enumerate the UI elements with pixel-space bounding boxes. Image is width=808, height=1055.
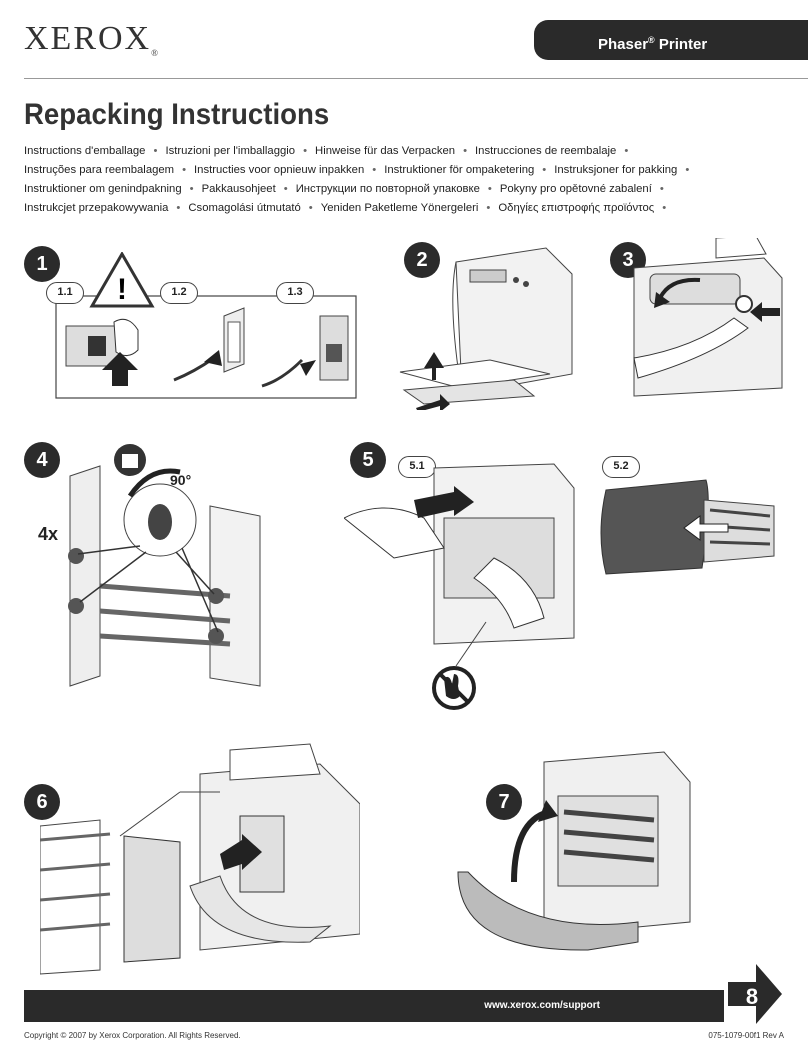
warning-icon [89,252,155,308]
language-row: Instrukcjet przepakowywania•Csomagolási … [24,202,667,214]
language-row: Instruktioner om genindpakning•Pakkausoh… [24,183,664,195]
rotation-angle: 90° [170,472,192,488]
sub-step-label: 1.2 [160,282,198,304]
product-banner: Phaser® Printer [534,20,808,60]
footer-bar: www.xerox.com/support [24,990,724,1022]
xerox-logo: XEROX® [24,20,160,58]
bag-imaging-unit-illustration [600,479,775,575]
step-2-badge: 2 [404,242,440,278]
step-6-badge: 6 [24,784,60,820]
remove-imaging-unit-illustration [344,463,575,710]
step-1-badge: 1 [24,246,60,282]
power-off-illustration: ! [55,252,357,399]
step-4-badge: 4 [24,442,60,478]
sub-step-label: 1.1 [46,282,84,304]
header-divider [24,78,808,79]
sub-step-label: 5.2 [602,456,640,478]
next-page-arrow-icon: 8 [728,964,782,1024]
insert-shipping-restraint-illustration [40,743,360,975]
copyright-text: Copyright © 2007 by Xerox Corporation. A… [24,1031,241,1040]
step-5-badge: 5 [350,442,386,478]
svg-text:!: ! [117,273,127,306]
language-row: Instruções para reembalagem•Instructies … [24,164,690,176]
unlock-levers-illustration [68,444,261,687]
translated-titles: Instructions d'emballage•Istruzioni per … [24,142,724,218]
remove-paper-tray-illustration [399,247,573,410]
close-front-door-illustration [457,751,691,951]
quantity-label: 4x [38,524,59,544]
open-front-door-illustration [633,238,783,397]
next-step-number: 8 [746,984,758,1009]
page-title: Repacking Instructions [24,98,330,131]
sub-step-label: 5.1 [398,456,436,478]
step-7-badge: 7 [486,784,522,820]
document-number: 075-1079-00f1 Rev A [708,1031,784,1040]
sub-step-label: 1.3 [276,282,314,304]
language-row: Instructions d'emballage•Istruzioni per … [24,145,629,157]
